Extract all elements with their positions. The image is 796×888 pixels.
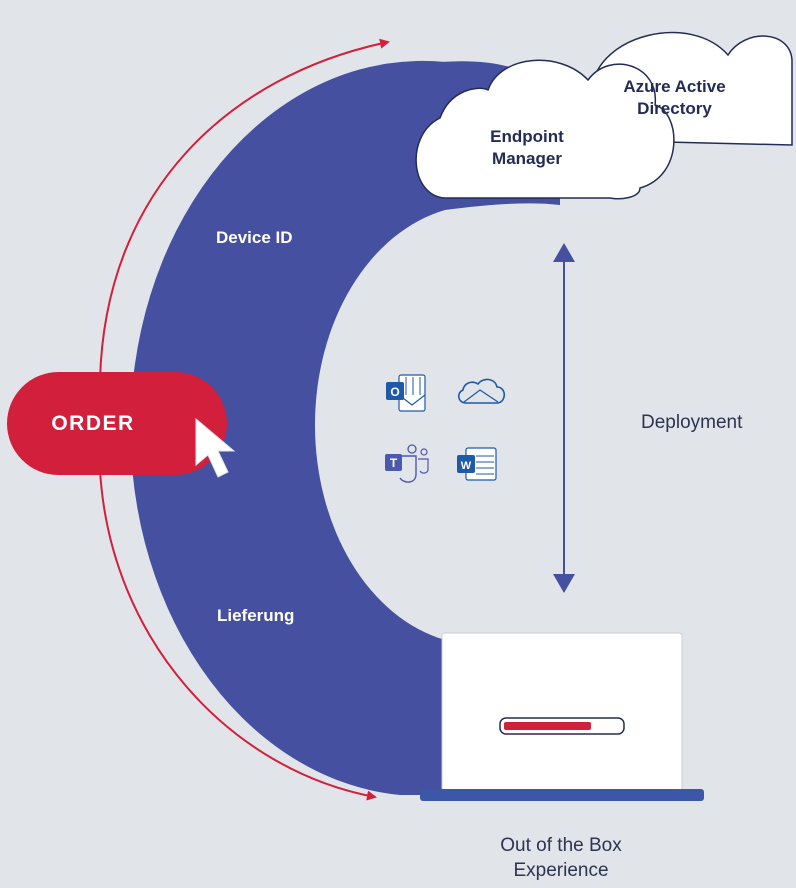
- order-button[interactable]: ORDER: [7, 372, 227, 475]
- arc-label-device-id: Device ID: [216, 228, 293, 247]
- red-arrow-bottom: [99, 469, 377, 801]
- onedrive-icon: [457, 378, 506, 404]
- deployment-arrow-top: [553, 243, 575, 262]
- order-button-label: ORDER: [51, 411, 135, 435]
- mouse-cursor-icon: [195, 417, 236, 478]
- process-arc: [130, 60, 445, 796]
- cloud-endpoint-manager-label: Endpoint Manager: [490, 127, 564, 168]
- teams-icon: T: [385, 444, 429, 483]
- cloud-endpoint-shape: [415, 59, 675, 200]
- svg-text:O: O: [390, 385, 399, 399]
- cloud-azure-ad-label: Azure Active Directory: [623, 77, 726, 118]
- oobe-label: Out of the Box Experience: [500, 835, 622, 881]
- arc-label-lieferung: Lieferung: [217, 606, 295, 625]
- laptop-base: [420, 789, 704, 801]
- red-arrow-top: [99, 38, 390, 381]
- svg-text:W: W: [461, 460, 472, 472]
- svg-text:T: T: [390, 456, 398, 470]
- progress-bar-fill: [504, 722, 591, 730]
- deployment-label: Deployment: [641, 412, 743, 433]
- outlook-icon: O: [386, 374, 426, 412]
- laptop-screen: [441, 632, 683, 792]
- word-icon: W: [457, 447, 497, 481]
- deployment-arrow-bottom: [553, 574, 575, 593]
